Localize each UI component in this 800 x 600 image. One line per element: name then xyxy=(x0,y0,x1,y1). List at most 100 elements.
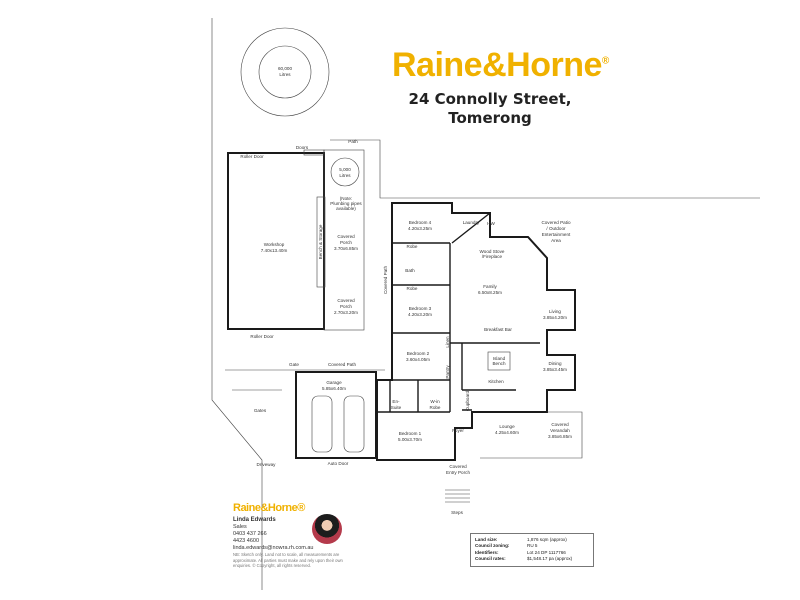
wir-1: W-in xyxy=(430,399,440,404)
covered-porch-1-dims: 3.70x6.85m xyxy=(334,246,358,251)
veranda-dims: 3.85x6.85m xyxy=(548,434,572,439)
roller-door-bottom: Roller Door xyxy=(250,334,274,339)
wood-stove-1: Wood Stove xyxy=(480,249,505,254)
plumbing-note-3: available) xyxy=(336,206,356,211)
lounge-name: Lounge xyxy=(499,424,515,429)
info-row: Identifiers:Lot 24 DP 1117766 xyxy=(475,549,566,555)
pantry-label: Pantry xyxy=(445,365,450,379)
covered-path-horizontal: Covered Path xyxy=(328,362,357,367)
family-dims: 6.50x8.25m xyxy=(478,290,502,295)
tank-small-l2: Litres xyxy=(339,173,351,178)
lounge-dims: 4.25x4.60m xyxy=(495,430,519,435)
bedroom2-dims: 3.60x4.05m xyxy=(406,357,430,362)
wir-2: Robe xyxy=(430,405,441,410)
site-boundary-right xyxy=(330,139,760,199)
hw-label: HW xyxy=(487,221,495,226)
entry-2: Entry Porch xyxy=(446,470,470,475)
tank-large-l1: 60,000 xyxy=(278,66,292,71)
kitchen-label: Kitchen xyxy=(488,379,504,384)
robe-1: Robe xyxy=(407,244,418,249)
workshop-outline xyxy=(227,152,325,330)
veranda-1: Covered xyxy=(551,422,569,427)
gate-label: Gate xyxy=(289,362,299,367)
covered-porch-2-name-1: Covered xyxy=(337,298,355,303)
patio-4: Area xyxy=(551,238,561,243)
bedroom3-dims: 4.20x3.20m xyxy=(408,312,432,317)
garage-outline xyxy=(295,371,377,459)
covered-porch-1-name-2: Porch xyxy=(340,240,352,245)
path-label: Path xyxy=(348,139,358,144)
patio-2: / Outdoor xyxy=(546,226,566,231)
patio-3: Entertainment xyxy=(542,232,571,237)
bedroom1-dims: 5.00x3.70m xyxy=(398,437,422,442)
breakfast-bar: Breakfast Bar xyxy=(484,327,512,332)
foyer-label: Foyer xyxy=(452,428,464,433)
bench-storage: Bench & Storage xyxy=(318,224,323,259)
tank-small xyxy=(330,157,360,187)
robe-2: Robe xyxy=(407,286,418,291)
covered-porch-2-name-2: Porch xyxy=(340,304,352,309)
info-row: Land size:1,876 sqm (approx) xyxy=(475,537,567,542)
ensuite-1: En- xyxy=(392,399,400,404)
dining-dims: 3.85x3.45m xyxy=(543,367,567,372)
agent-phone[interactable]: 4423 4600 xyxy=(233,538,259,544)
family-name: Family xyxy=(483,284,497,289)
island-2: Bench xyxy=(492,361,505,366)
doors-label: Doors xyxy=(296,145,309,150)
property-info-table: Land size:1,876 sqm (approx) Council zon… xyxy=(470,533,594,567)
agent-mobile[interactable]: 0403 437 266 xyxy=(233,531,267,537)
steps-label: Steps xyxy=(451,510,463,515)
address-line-1: 24 Connolly Street, xyxy=(408,90,572,108)
linen-label: Linen xyxy=(445,336,450,348)
agent-email[interactable]: linda.edwards@nowra.rh.com.au xyxy=(233,545,314,551)
tank-large xyxy=(240,27,330,117)
island-1: Island xyxy=(493,356,506,361)
auto-door: Auto Door xyxy=(328,461,349,466)
disclaimer: NB: Sketch only. Land not to scale, all … xyxy=(233,552,343,568)
workshop-dims: 7.40x13.40m xyxy=(261,248,288,253)
info-row: Council rates:$1,548.17 pa (approx) xyxy=(475,556,573,562)
workshop-name: Workshop xyxy=(264,242,285,247)
bedroom1-name: Bedroom 1 xyxy=(399,431,422,436)
ensuite-2: Suite xyxy=(391,405,402,410)
living-name: Living xyxy=(549,309,561,314)
agent-title: Sales xyxy=(233,524,247,530)
bedroom3-name: Bedroom 3 xyxy=(409,306,432,311)
covered-porch-1-name-1: Covered xyxy=(337,234,355,239)
wood-stove-2: /Fireplace xyxy=(482,254,503,259)
bedroom4-dims: 4.20x3.25m xyxy=(408,226,432,231)
brand-logo: Raine&Horne® xyxy=(392,46,609,84)
house-outline xyxy=(376,202,576,461)
info-row: Council zoning:RU 5 xyxy=(475,543,538,549)
veranda-2: Verandah xyxy=(550,428,570,433)
roller-door-top: Roller Door xyxy=(240,154,264,159)
covered-path-vertical: Covered Path xyxy=(383,266,388,295)
bath-label: Bath xyxy=(405,268,415,273)
entry-1: Covered xyxy=(449,464,467,469)
bedroom2-name: Bedroom 2 xyxy=(407,351,430,356)
gates-label: Gates xyxy=(254,408,267,413)
site-boundary xyxy=(211,18,263,590)
car-2 xyxy=(343,395,365,453)
car-1 xyxy=(311,395,333,453)
brand-logo-small: Raine&Horne® xyxy=(233,502,305,514)
plumbing-note-2: Plumbing pipes xyxy=(330,201,362,206)
garage-name: Garage xyxy=(326,380,342,385)
agent-name: Linda Edwards xyxy=(233,517,276,523)
bedroom4-name: Bedroom 4 xyxy=(409,220,432,225)
property-address: 24 Connolly Street, Tomerong xyxy=(400,90,580,128)
garage-dims: 5.85x6.40m xyxy=(322,386,346,391)
living-dims: 3.85x4.20m xyxy=(543,315,567,320)
patio-1: Covered Patio xyxy=(541,220,571,225)
cupboard-label: Cupboard xyxy=(465,390,470,411)
driveway: Driveway xyxy=(257,462,277,467)
tank-large-l2: Litres xyxy=(279,72,291,77)
tank-small-l1: 5,000 xyxy=(339,167,351,172)
plumbing-note-1: (Note: xyxy=(340,196,353,201)
laundry-label: Laundry xyxy=(463,220,480,225)
covered-porch-2-dims: 2.70x3.20m xyxy=(334,310,358,315)
dining-name: Dining xyxy=(548,361,561,366)
agent-photo xyxy=(312,514,342,544)
agent-contact: Linda Edwards Sales 0403 437 266 4423 46… xyxy=(233,517,313,552)
